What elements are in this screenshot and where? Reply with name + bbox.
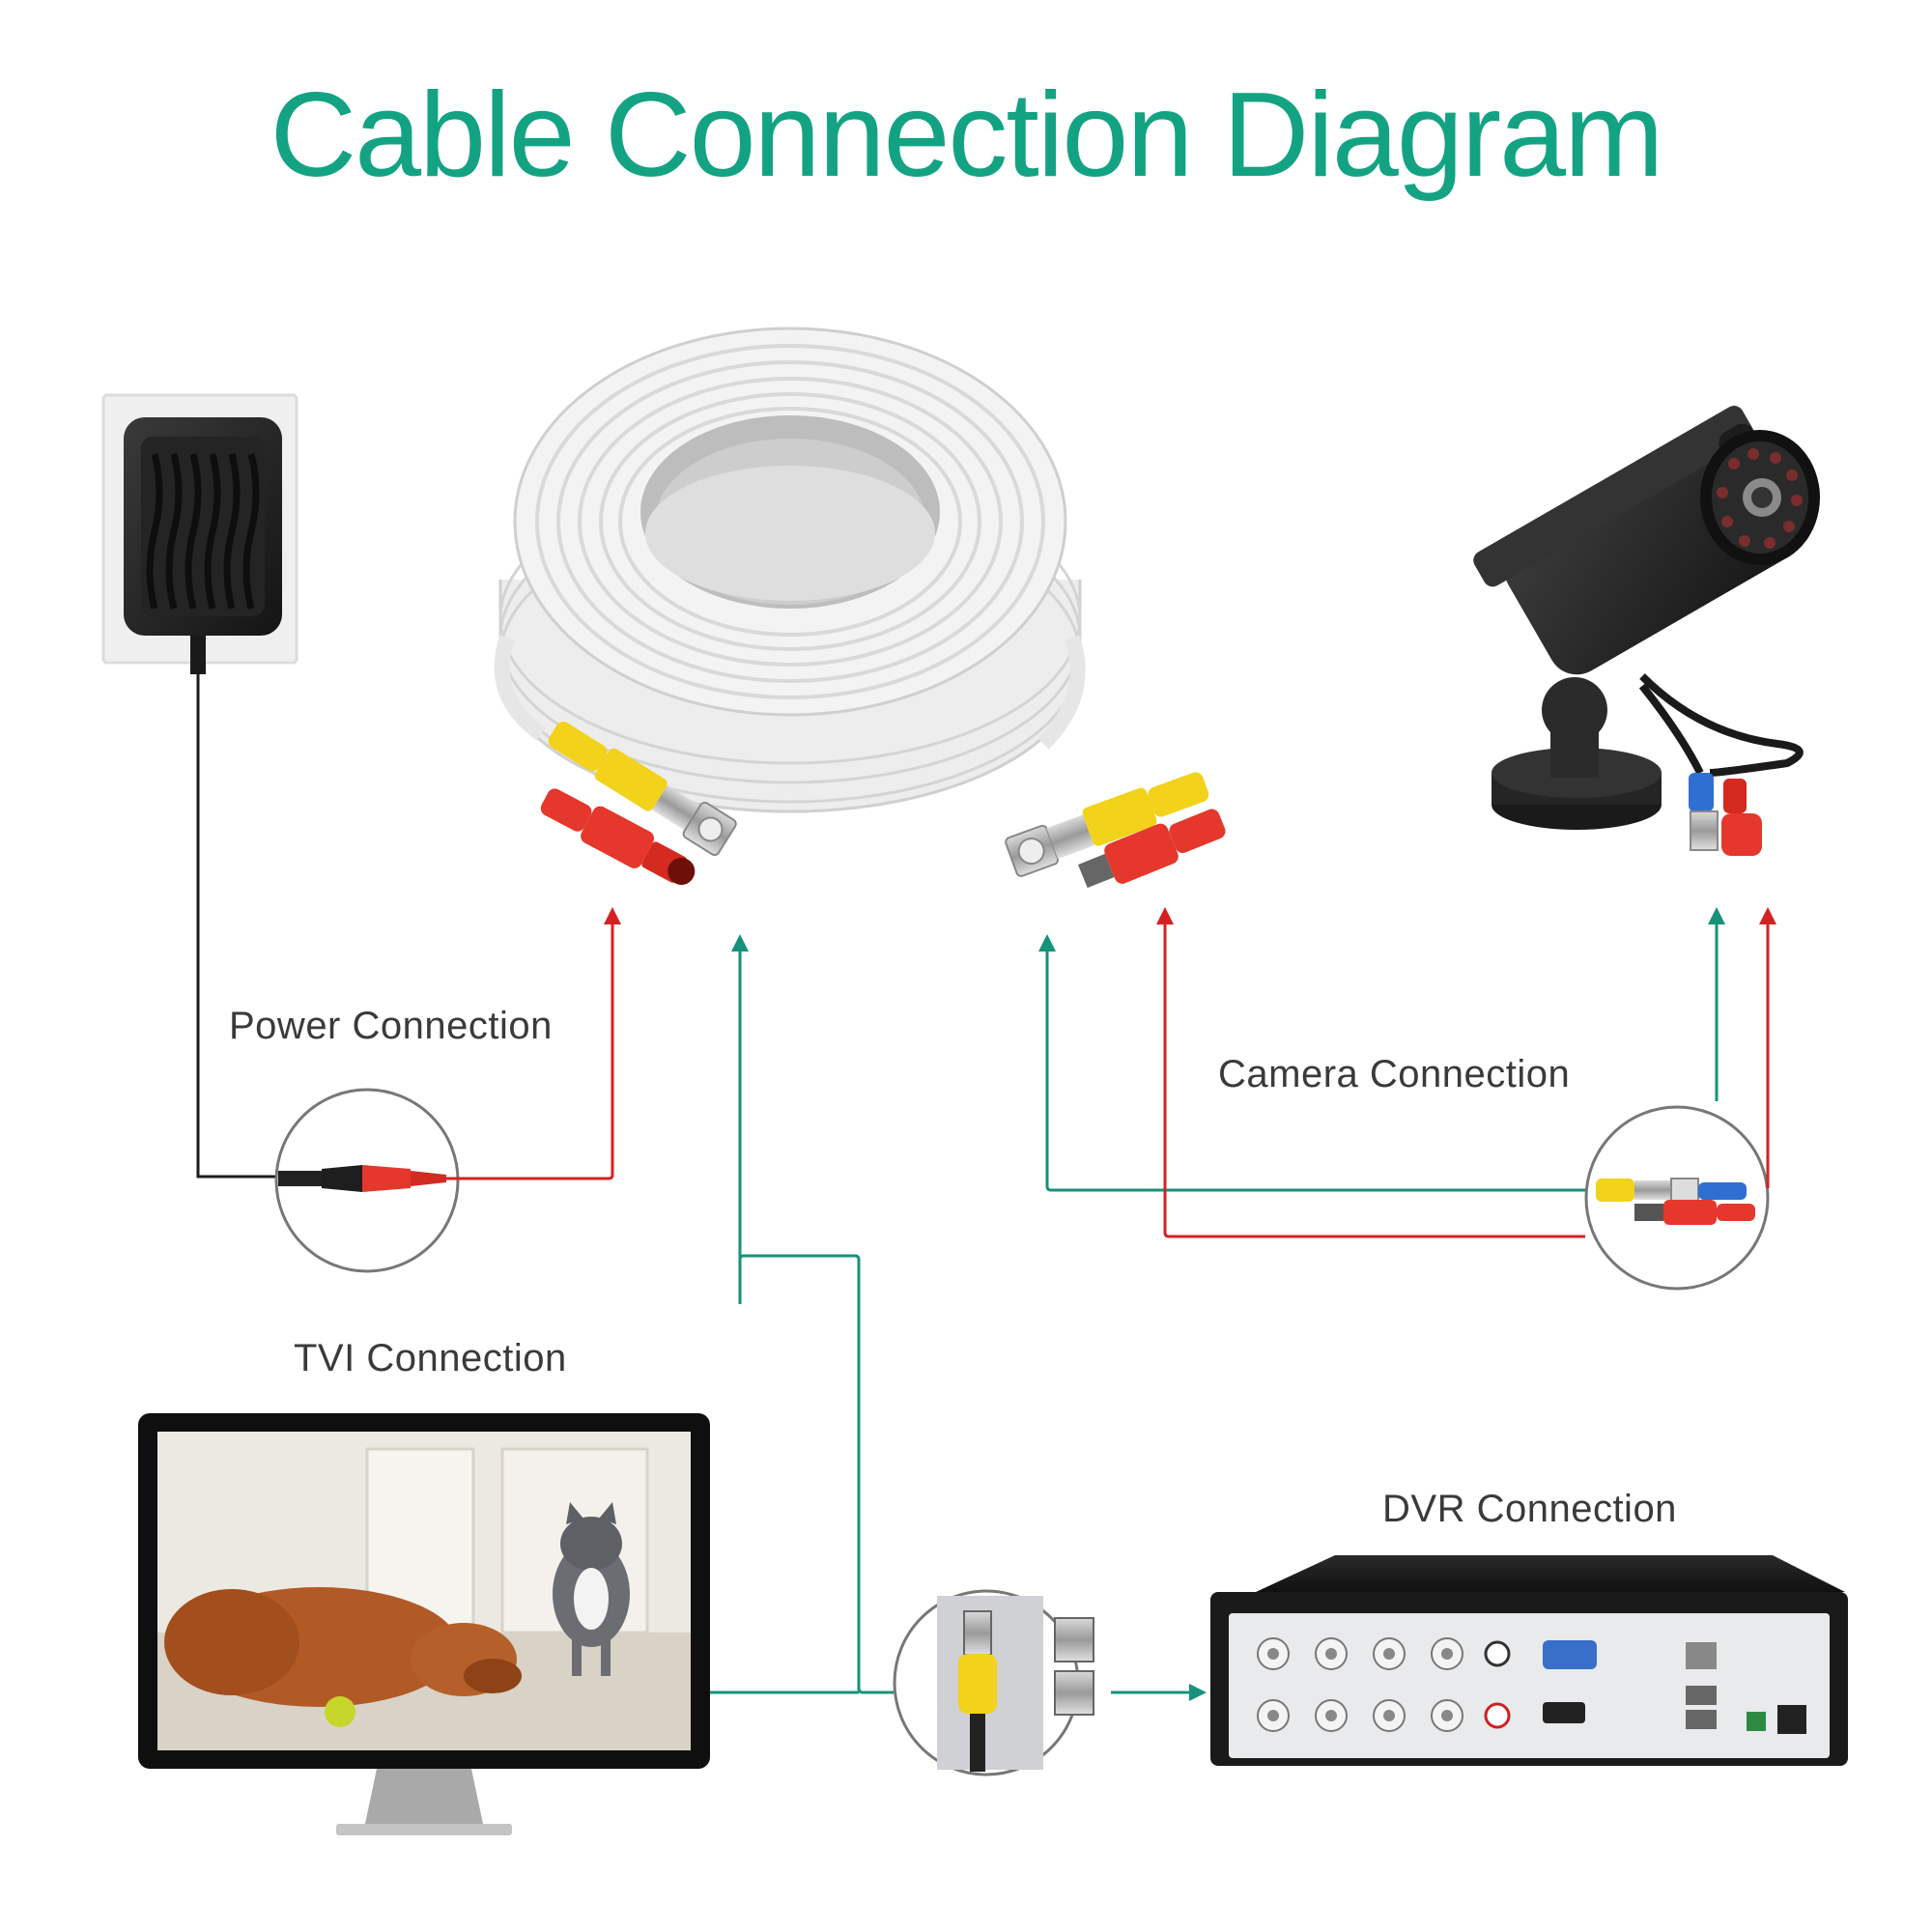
camera-connection-label: Camera Connection: [1218, 1053, 1571, 1095]
dvr-port-zoom: [893, 1589, 1094, 1776]
bnc-cable-coil-icon: [494, 327, 1226, 889]
power-adapter-icon: [101, 393, 298, 1179]
dvr-recorder-icon: [1210, 1555, 1848, 1766]
camera-connector-zoom: [1584, 1105, 1770, 1291]
monitor-icon: [138, 1413, 710, 1835]
power-connection-label: Power Connection: [229, 1005, 553, 1047]
bullet-camera-icon: [1473, 406, 1820, 856]
power-connector-zoom: [274, 1088, 460, 1273]
tvi-connection-label: TVI Connection: [294, 1337, 567, 1379]
diagram-title: Cable Connection Diagram: [270, 69, 1664, 202]
dvr-connection-label: DVR Connection: [1382, 1488, 1677, 1530]
